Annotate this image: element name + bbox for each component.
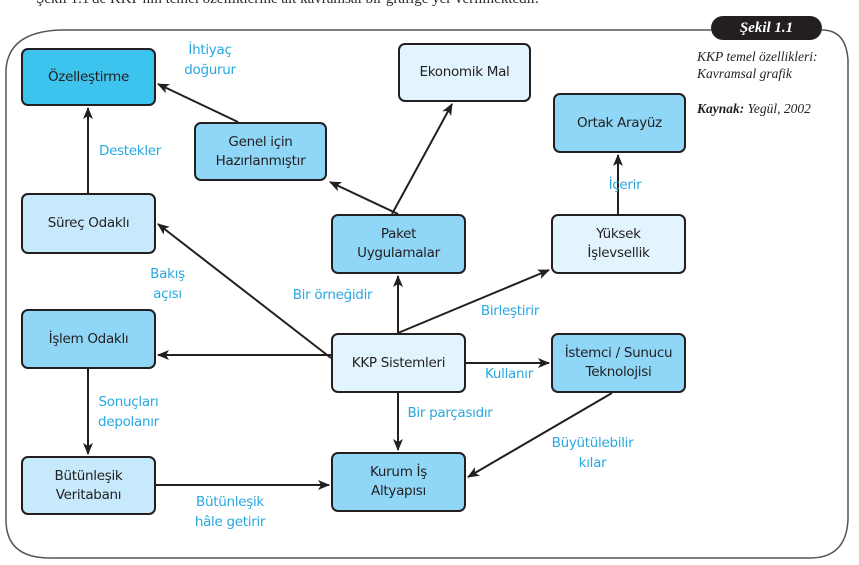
edge-label-destekler: Destekler [98,143,162,159]
edge-label-ihtiyac-dogurur: İhtiyaç doğurur [184,42,236,78]
node-kurum-is-altyapisi: Kurum İş Altyapısı [331,452,466,512]
node-surec-odakli: Süreç Odaklı [21,193,156,254]
edge-paket-uygulamalar-to-ekonomik-mal [391,103,453,215]
edge-label-birlestirir: Birleştirir [480,303,540,319]
edge-istemci-sunucu-to-kurum-is-altyapisi [467,392,613,478]
edge-paket-uygulamalar-to-genel-icin [329,181,399,215]
node-kkp-sistemleri: KKP Sistemleri [331,333,466,393]
node-paket-uygulamalar: Paket Uygulamalar [331,214,466,274]
node-genel-icin-hazirlanmistir: Genel için Hazırlanmıştır [194,122,327,181]
figure-frame [5,29,849,559]
edge-label-sonuclari-depolanir: Sonuçları depolanır [98,394,159,430]
edge-label-kullanir: Kullanır [485,366,533,382]
node-butunlesik-veritabani: Bütünleşik Veritabanı [21,456,156,515]
caption-title: KKP temel özellikleri: Kavramsal grafik [697,49,818,81]
caption-source: Kaynak: Yegül, 2002 [697,100,852,117]
edge-kkp-sistemleri-to-surec-odakli [157,223,332,359]
edge-label-icerir: İçerir [608,177,642,193]
node-ozellestirme: Özelleştirme [21,48,156,106]
node-ortak-arayuz: Ortak Arayüz [553,93,686,153]
edge-label-buyutulebilir-kilar: Büyütülebilir kılar [551,435,634,471]
node-islem-odakli: İşlem Odaklı [21,309,156,369]
source-label: Kaynak: [697,101,745,116]
edge-label-bir-ornegidir: Bir örneğidir [292,287,373,303]
node-ekonomik-mal: Ekonomik Mal [398,43,531,102]
edge-kkp-sistemleri-to-yuksek-islevsellik [397,269,550,334]
figure-caption: KKP temel özellikleri: Kavramsal grafik … [697,48,852,117]
node-istemci-sunucu-teknolojisi: İstemci / Sunucu Teknolojisi [551,333,686,393]
node-yuksek-islevsellik: Yüksek İşlevsellik [551,214,686,274]
figure-badge: Şekil 1.1 [711,16,822,40]
edge-label-butunlesik-hale-getirir: Bütünleşik hâle getirir [194,494,266,530]
edge-label-bir-parcasidir: Bir parçasıdır [407,405,493,421]
intro-text: Şekil 1.1'de KKP'nin temel özelliklerine… [36,0,856,11]
edge-genel-icin-to-ozellestirme [157,83,239,123]
edge-label-bakis-acisi: Bakış açısı [150,266,185,302]
edges-layer [83,83,623,490]
source-value: Yegül, 2002 [747,101,811,116]
